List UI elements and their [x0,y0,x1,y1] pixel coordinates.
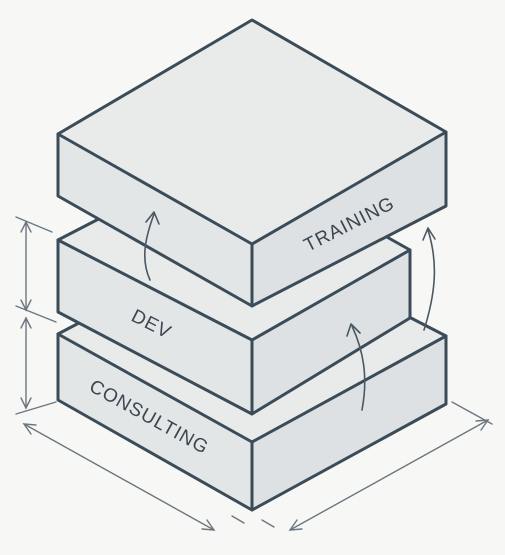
dimension-left-upper [15,216,57,323]
arrow-consulting-to-dev [346,323,366,411]
dimension-left-lower [15,316,57,415]
layer-training: TRAINING [56,18,448,308]
arrow-dev-to-training-left [144,211,160,281]
dimension-bottom-left [22,423,245,531]
dimension-bottom-right [261,401,493,531]
arrow-dev-to-training-right [422,227,436,331]
